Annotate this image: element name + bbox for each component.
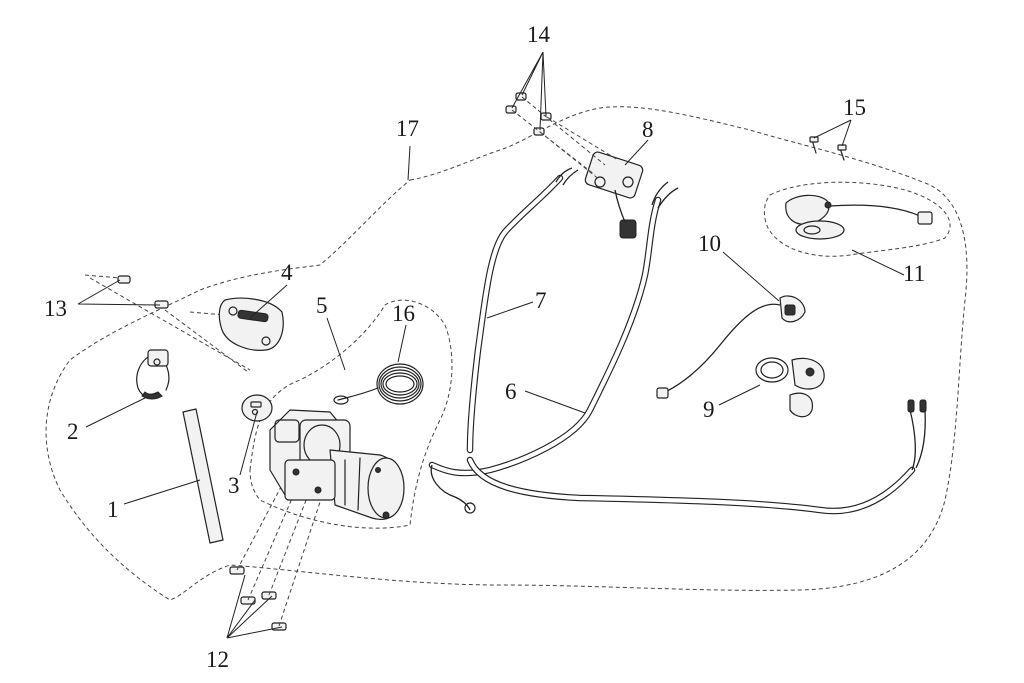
callout-15: 15 xyxy=(843,95,866,120)
winch-hook xyxy=(136,349,170,400)
callout-6: 6 xyxy=(505,379,517,404)
callout-7: 7 xyxy=(535,288,547,313)
callout-4: 4 xyxy=(281,260,293,285)
winch-cable-harness xyxy=(428,167,927,515)
fairlead-bolts xyxy=(117,275,169,309)
callout-5: 5 xyxy=(316,293,328,318)
remote-control-unit xyxy=(785,194,933,240)
hook-strap xyxy=(241,394,273,422)
remote-assembly-outline xyxy=(763,181,951,257)
callout-10: 10 xyxy=(698,231,721,256)
mounting-bolts xyxy=(229,566,287,631)
kit-boundary-outline xyxy=(45,106,968,601)
fairlead-plate xyxy=(218,297,284,351)
hook-bracket-dash xyxy=(84,274,251,373)
remote-mount-screws xyxy=(809,136,847,161)
callout-17: 17 xyxy=(396,116,419,141)
rocker-switch-harness xyxy=(656,295,806,399)
roller-bar xyxy=(182,408,224,544)
callout-9: 9 xyxy=(703,397,715,422)
callout-16: 16 xyxy=(392,301,415,326)
contactor-screws xyxy=(505,92,552,136)
callout-3: 3 xyxy=(228,473,240,498)
winch-assembly-outline xyxy=(249,299,453,529)
mounting-bolt-guide-lines xyxy=(236,469,323,627)
contactor-screw-guide-lines xyxy=(511,96,619,181)
callout-leader-lines xyxy=(77,51,905,639)
handlebar-remote xyxy=(755,357,825,418)
callout-2: 2 xyxy=(67,419,79,444)
contactor-box xyxy=(584,151,644,239)
callout-13: 13 xyxy=(44,296,67,321)
wire-rope-coil xyxy=(333,363,424,405)
callout-14: 14 xyxy=(527,22,550,47)
callout-1: 1 xyxy=(107,497,119,522)
winch-body xyxy=(269,409,405,521)
callout-8: 8 xyxy=(642,117,654,142)
callout-12: 12 xyxy=(206,647,229,672)
callout-11: 11 xyxy=(903,261,926,286)
